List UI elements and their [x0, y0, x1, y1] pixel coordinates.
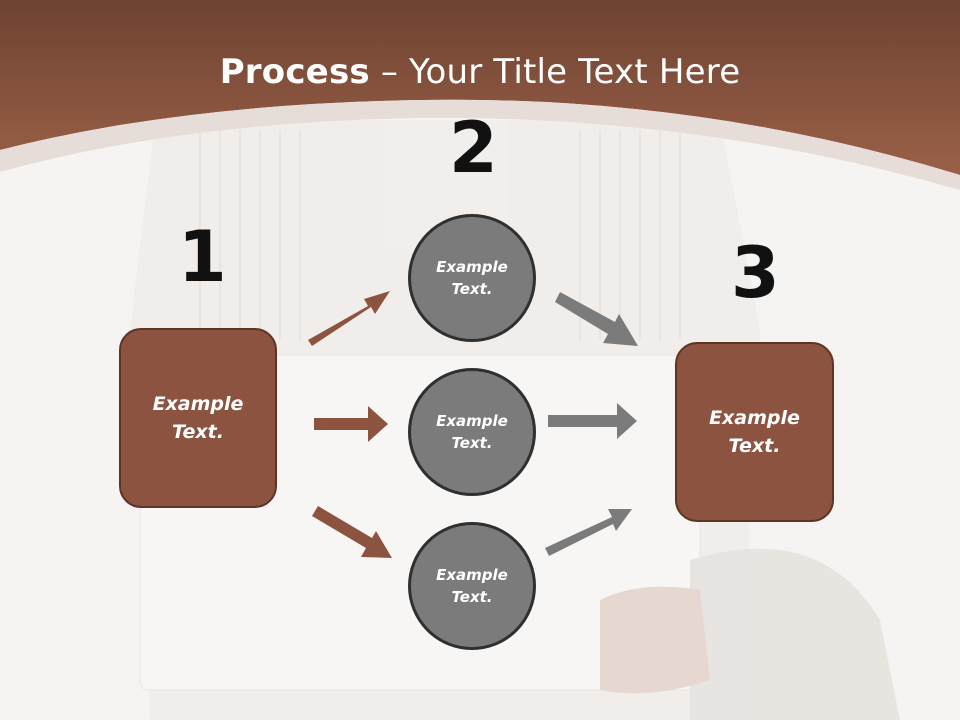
circle-middle-line2: Text. — [451, 434, 493, 452]
right-box-line1: Example — [709, 406, 800, 429]
right-box[interactable]: Example Text. — [675, 342, 834, 522]
circle-top[interactable]: Example Text. — [408, 214, 536, 342]
arrow-up-right-gray-icon — [545, 509, 632, 556]
circle-bottom[interactable]: Example Text. — [408, 522, 536, 650]
circle-bottom-line1: Example — [436, 565, 508, 584]
left-box[interactable]: Example Text. — [119, 328, 277, 508]
arrow-up-right-brown-icon — [308, 291, 390, 346]
arrow-right-gray-icon — [548, 403, 637, 439]
step-number-2: 2 — [449, 107, 498, 189]
title-rest: – Your Title Text Here — [369, 52, 741, 92]
right-box-line2: Text. — [728, 435, 781, 457]
left-box-line2: Text. — [172, 421, 224, 443]
circle-bottom-line2: Text. — [451, 588, 493, 606]
circle-top-line2: Text. — [451, 280, 493, 298]
slide-title: Process – Your Title Text Here — [0, 52, 960, 92]
circle-middle[interactable]: Example Text. — [408, 368, 536, 496]
circle-top-line1: Example — [436, 257, 508, 276]
title-bold: Process — [219, 52, 370, 92]
left-box-line1: Example — [152, 392, 244, 415]
arrow-down-right-gray-icon — [555, 292, 638, 346]
step-number-3: 3 — [731, 232, 780, 314]
arrow-down-right-brown-icon — [312, 506, 392, 558]
step-number-1: 1 — [178, 216, 227, 298]
circle-middle-line1: Example — [436, 411, 508, 430]
arrow-right-brown-icon — [314, 406, 388, 442]
